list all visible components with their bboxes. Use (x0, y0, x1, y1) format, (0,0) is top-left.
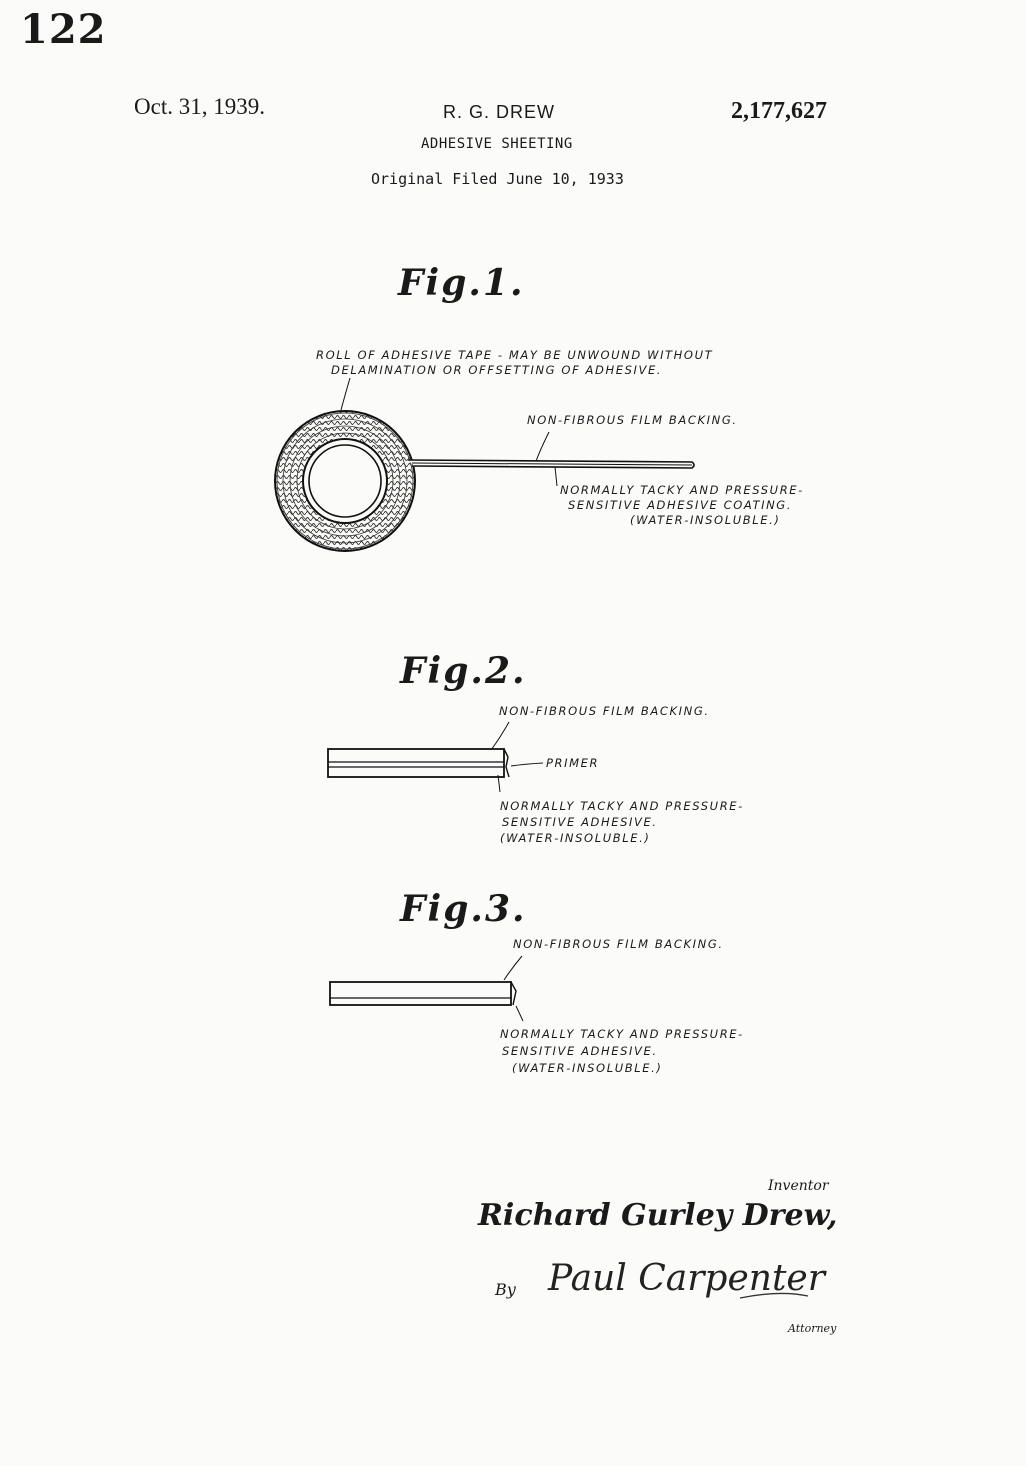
fig2-adhesive-note-line3: (WATER-INSOLUBLE.) (500, 831, 651, 845)
fig2-laminate (327, 748, 510, 778)
fig3-laminate (329, 981, 517, 1006)
patent-number: 2,177,627 (731, 98, 827, 124)
fig1-backing-note: NON-FIBROUS FILM BACKING. (527, 413, 738, 427)
fig3-backing-note: NON-FIBROUS FILM BACKING. (513, 937, 724, 951)
fig3-adhesive-note-line1: NORMALLY TACKY AND PRESSURE- (500, 1027, 744, 1041)
patent-date: Oct. 31, 1939. (134, 94, 265, 119)
fig2-adhesive-note-line2: SENSITIVE ADHESIVE. (502, 815, 658, 829)
filing-info: Original Filed June 10, 1933 (371, 170, 624, 188)
attorney-signature: Paul Carpenter (548, 1258, 825, 1299)
inventor-header: R. G. DREW (443, 102, 555, 122)
fig1-coating-note-line3: (WATER-INSOLUBLE.) (630, 513, 781, 527)
inventor-name: Richard Gurley Drew, (478, 1198, 838, 1233)
fig1-tape-strip (407, 459, 695, 469)
fig2-adhesive-note-line1: NORMALLY TACKY AND PRESSURE- (500, 799, 744, 813)
by-caption: By (495, 1280, 516, 1299)
fig3-label: Fig.3. (400, 888, 527, 930)
fig3-adhesive-note-line2: SENSITIVE ADHESIVE. (502, 1044, 658, 1058)
fig1-roll-note-line2: DELAMINATION OR OFFSETTING OF ADHESIVE. (331, 363, 663, 377)
fig2-primer-note: PRIMER (546, 756, 600, 770)
fig3-adhesive-note-line3: (WATER-INSOLUBLE.) (512, 1061, 663, 1075)
fig1-roll-note-line1: ROLL OF ADHESIVE TAPE - MAY BE UNWOUND W… (316, 348, 714, 362)
fig2-leader-lines (490, 721, 544, 793)
fig1-coating-note-line1: NORMALLY TACKY AND PRESSURE- (560, 483, 804, 497)
signature-flourish (739, 1292, 809, 1299)
inventor-caption: Inventor (768, 1178, 829, 1194)
fig2-label: Fig.2. (400, 650, 527, 692)
fig1-coating-note-line2: SENSITIVE ADHESIVE COATING. (568, 498, 793, 512)
patent-title: ADHESIVE SHEETING (421, 136, 573, 152)
fig1-label: Fig.1. (398, 262, 525, 304)
sheet-number: 122 (20, 6, 107, 53)
fig2-backing-note: NON-FIBROUS FILM BACKING. (499, 704, 710, 718)
attorney-caption: Attorney (788, 1322, 837, 1335)
fig1-tape-roll (274, 410, 416, 552)
fig3-leader-lines (503, 955, 524, 1022)
fig1-leader-lines (340, 377, 558, 487)
